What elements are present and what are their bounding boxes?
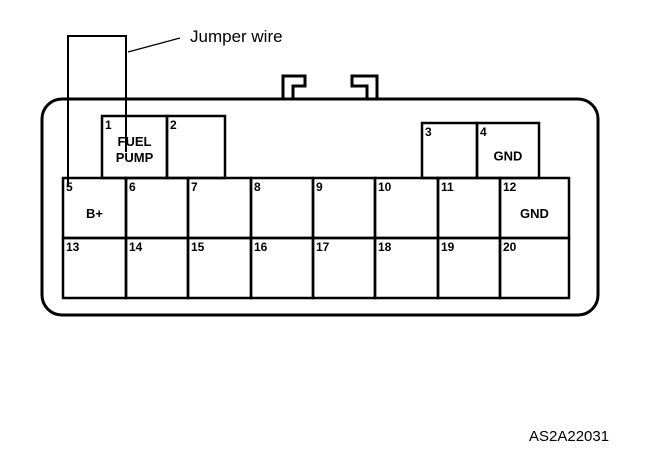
pin-cell-13: 13 [61,236,128,300]
pin-cell-10: 10 [373,176,440,240]
pin-cell-7: 7 [186,176,253,240]
pin-cell-19: 19 [436,236,502,300]
pin-label: FUEL [118,134,152,149]
pin-cell-14: 14 [124,236,190,300]
pin-cell-16: 16 [249,236,315,300]
pin-number: 2 [170,118,177,132]
pin-cell-9: 9 [311,176,377,240]
pin-number: 10 [378,180,392,194]
pin-number: 14 [129,240,143,254]
jumper-leader-line [127,37,181,53]
jumper-wire [67,35,127,186]
pin-cell-18: 18 [373,236,440,300]
pin-cell-2: 2 [165,114,227,180]
pin-number: 5 [66,180,73,194]
latch-tab-left [281,74,307,99]
pin-number: 6 [129,180,136,194]
pin-number: 1 [105,118,112,132]
pin-number: 18 [378,240,392,254]
pin-label: B+ [86,206,103,221]
pin-cell-15: 15 [186,236,253,300]
pin-number: 12 [503,180,517,194]
pin-cell-8: 8 [249,176,315,240]
pin-number: 13 [66,240,80,254]
pin-number: 16 [254,240,268,254]
pin-number: 7 [191,180,198,194]
pin-cell-5: 5B+ [61,176,128,240]
pin-number: 11 [441,180,454,194]
connector-housing [40,97,600,317]
pin-number: 8 [254,180,261,194]
pin-number: 9 [316,180,323,194]
pin-cell-17: 17 [311,236,377,300]
pin-number: 20 [503,240,517,254]
pin-number: 15 [191,240,205,254]
pin-label: GND [520,206,549,221]
latch-tab-right [350,74,379,99]
pin-label: GND [494,149,523,164]
pin-cell-3: 3 [420,121,479,180]
pin-number: 3 [425,125,432,139]
pin-box [498,236,571,300]
pin-number: 17 [316,240,330,254]
figure-id: AS2A22031 [529,428,609,445]
pin-number: 4 [480,125,487,139]
pin-cell-11: 11 [436,176,502,240]
pin-number: 19 [441,240,455,254]
pin-label: PUMP [116,150,154,165]
pin-cell-20: 20 [498,236,571,300]
jumper-wire-label: Jumper wire [190,27,283,46]
pin-cell-6: 6 [124,176,190,240]
